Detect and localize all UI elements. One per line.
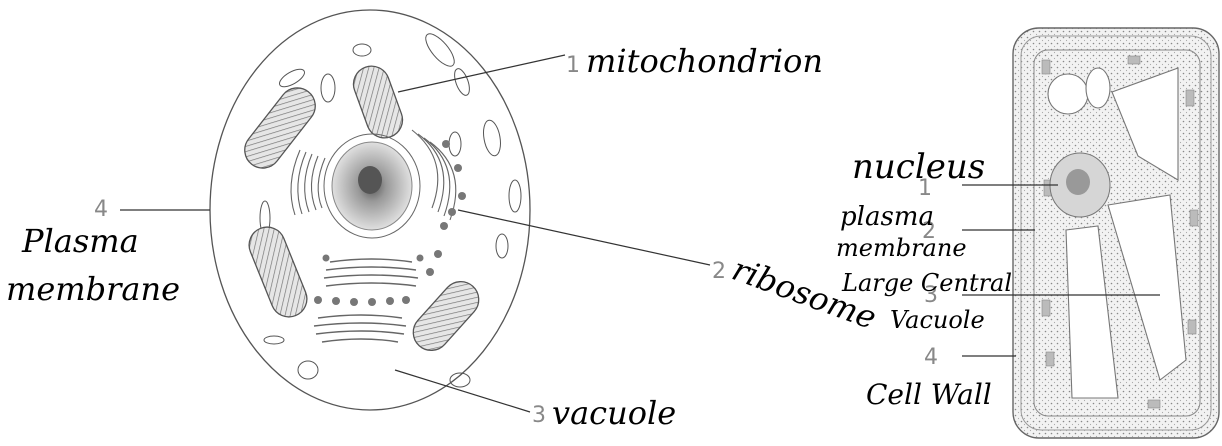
plant-cell: 1 2 3 4 nucleus plasma membrane Large Ce… bbox=[836, 28, 1219, 438]
vacuole-number: 3 bbox=[532, 403, 546, 428]
animal-plasma-membrane-number: 4 bbox=[94, 197, 108, 222]
large-central-vacuole-label-line2: Vacuole bbox=[890, 306, 985, 334]
large-central-vacuole-label-line1: Large Central bbox=[841, 269, 1012, 297]
plant-plasma-membrane-label-line2: membrane bbox=[836, 234, 967, 262]
animal-cell: 1 mitochondrion 2 ribosome 3 vacuole 4 P… bbox=[6, 10, 881, 432]
cell-wall-label: Cell Wall bbox=[866, 378, 992, 411]
cell-wall-number: 4 bbox=[924, 345, 938, 370]
vacuole-label: vacuole bbox=[552, 394, 676, 432]
nucleus-label: nucleus bbox=[852, 147, 985, 187]
ribosome-number: 2 bbox=[712, 259, 726, 284]
plant-plasma-membrane-label-line1: plasma bbox=[840, 202, 934, 232]
plant-nucleus bbox=[1050, 153, 1110, 217]
animal-plasma-membrane-label-line1: Plasma bbox=[21, 222, 139, 260]
mitochondrion-number: 1 bbox=[566, 53, 580, 78]
mitochondrion-label: mitochondrion bbox=[586, 42, 823, 80]
animal-plasma-membrane-label-line2: membrane bbox=[6, 270, 180, 308]
